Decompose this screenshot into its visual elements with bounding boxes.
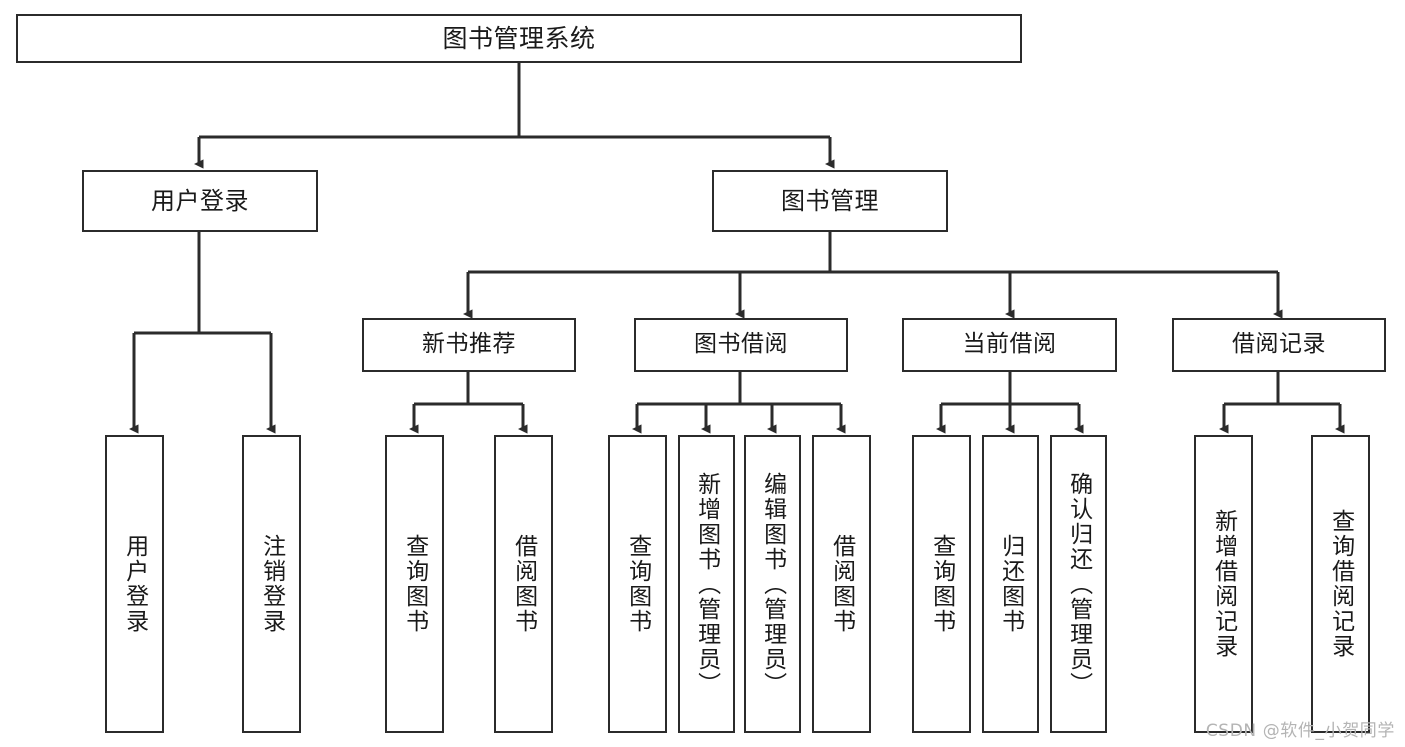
leaf-record-add[interactable]: 新增借阅记录	[1194, 435, 1253, 733]
node-root-system[interactable]: 图书管理系统	[16, 14, 1022, 63]
leaf-label-current-return-book: 归还图书	[997, 534, 1024, 634]
leaf-label-current-query-book: 查询图书	[928, 534, 955, 634]
node-user-login[interactable]: 用户登录	[82, 170, 318, 232]
leaf-borrow-add-book[interactable]: 新增图书（管理员）	[678, 435, 735, 733]
leaf-current-query-book[interactable]: 查询图书	[912, 435, 971, 733]
leaf-label-new-book-query: 查询图书	[401, 534, 428, 634]
leaf-label-borrow-query-book: 查询图书	[624, 534, 651, 634]
leaf-record-query[interactable]: 查询借阅记录	[1311, 435, 1370, 733]
leaf-user-login-signin[interactable]: 用户登录	[105, 435, 164, 733]
node-label-current-borrow: 当前借阅	[962, 331, 1057, 358]
leaf-borrow-query-book[interactable]: 查询图书	[608, 435, 667, 733]
watermark-text: CSDN @软件_小贺同学	[1205, 721, 1395, 741]
leaf-current-confirm-return[interactable]: 确认归还（管理员）	[1050, 435, 1107, 733]
node-book-borrow[interactable]: 图书借阅	[634, 318, 848, 372]
node-current-borrow[interactable]: 当前借阅	[902, 318, 1117, 372]
node-borrow-record[interactable]: 借阅记录	[1172, 318, 1386, 372]
leaf-label-borrow-borrow-book: 借阅图书	[828, 534, 855, 634]
node-label-book-borrow: 图书借阅	[694, 331, 788, 358]
leaf-label-record-add: 新增借阅记录	[1210, 509, 1237, 659]
leaf-label-user-login-signout: 注销登录	[258, 534, 285, 634]
leaf-label-current-confirm-return: 确认归还（管理员）	[1065, 471, 1092, 697]
leaf-user-login-signout[interactable]: 注销登录	[242, 435, 301, 733]
leaf-borrow-edit-book[interactable]: 编辑图书（管理员）	[744, 435, 801, 733]
node-book-management[interactable]: 图书管理	[712, 170, 948, 232]
node-label-user-login: 用户登录	[151, 186, 249, 215]
leaf-label-record-query: 查询借阅记录	[1327, 509, 1354, 659]
leaf-new-book-query[interactable]: 查询图书	[385, 435, 444, 733]
leaf-new-book-borrow[interactable]: 借阅图书	[494, 435, 553, 733]
node-label-book-management: 图书管理	[781, 186, 879, 215]
leaf-label-new-book-borrow: 借阅图书	[510, 534, 537, 634]
leaf-borrow-borrow-book[interactable]: 借阅图书	[812, 435, 871, 733]
leaf-label-borrow-edit-book: 编辑图书（管理员）	[759, 471, 786, 697]
leaf-current-return-book[interactable]: 归还图书	[982, 435, 1039, 733]
node-label-new-book-recommend: 新书推荐	[422, 331, 516, 358]
leaf-label-borrow-add-book: 新增图书（管理员）	[693, 471, 720, 697]
node-label-borrow-record: 借阅记录	[1232, 331, 1326, 358]
leaf-label-user-login-signin: 用户登录	[121, 534, 148, 634]
node-new-book-recommend[interactable]: 新书推荐	[362, 318, 576, 372]
node-label-root: 图书管理系统	[442, 23, 596, 53]
